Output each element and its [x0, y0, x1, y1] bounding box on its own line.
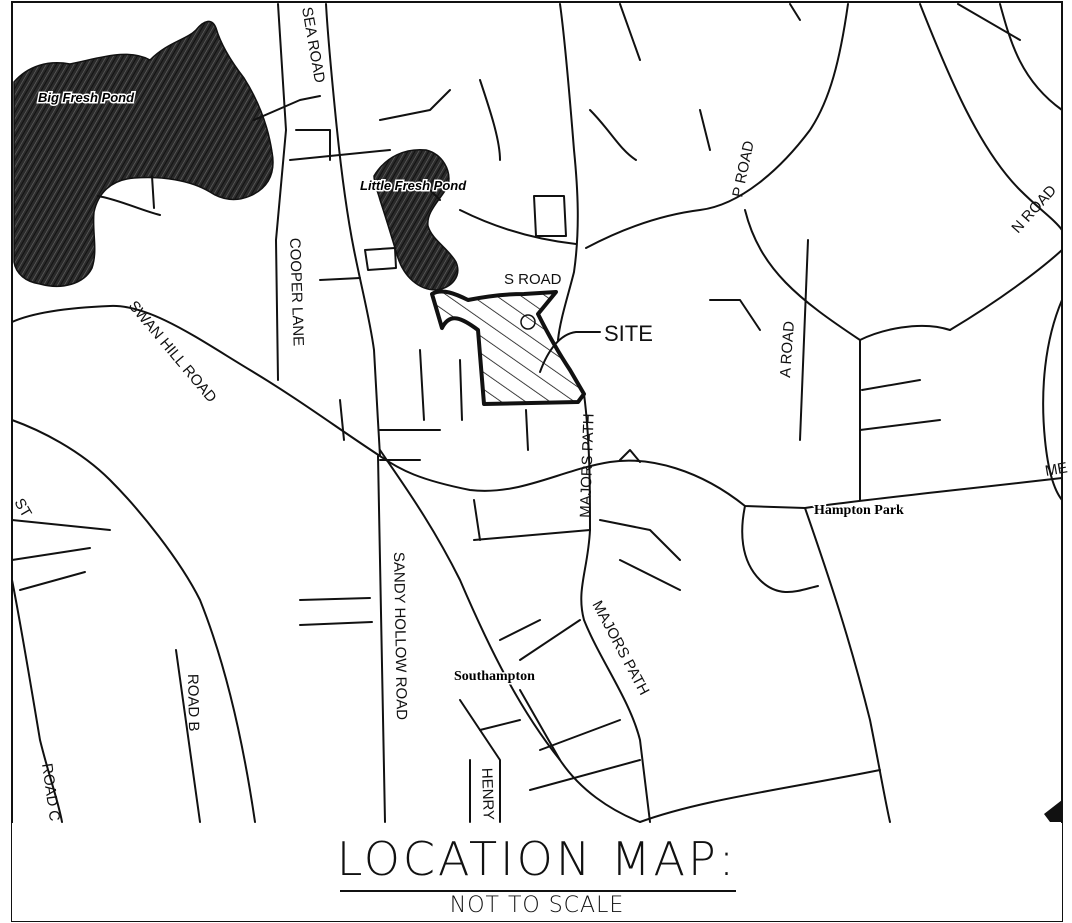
- little-fresh-pond-label: Little Fresh Pond: [360, 178, 467, 193]
- map-border: [11, 1, 1063, 922]
- southampton-label: Southampton: [454, 669, 535, 684]
- road-label-a-road: A ROAD: [777, 320, 798, 378]
- road-label-road-c: ROAD C: [38, 762, 63, 822]
- road-label-sandy-hollow-road: SANDY HOLLOW ROAD: [390, 552, 410, 721]
- road-label-sea-road: SEA ROAD: [298, 6, 328, 85]
- site-parcel: [430, 289, 586, 406]
- hampton-park-label: Hampton Park: [814, 503, 904, 518]
- title-block: LOCATION MAP: NOT TO SCALE: [12, 823, 1062, 921]
- road-label-cooper-lane: COOPER LANE: [286, 238, 307, 347]
- site-label: SITE: [604, 321, 653, 346]
- road-label-st: ST: [11, 496, 35, 521]
- road-label-swan-hill-road: SWAN HILL ROAD: [125, 298, 220, 407]
- road-network: [11, 3, 1063, 823]
- title-underline: [340, 890, 736, 892]
- road-label-me: ME: [1044, 459, 1069, 480]
- map-title: LOCATION MAP:: [336, 832, 738, 886]
- big-fresh-pond: [13, 20, 274, 288]
- big-fresh-pond-label: Big Fresh Pond: [38, 90, 135, 105]
- road-label-majors-path-north: MAJORS PATH: [577, 413, 598, 518]
- road-label-s-road: S ROAD: [504, 271, 562, 288]
- road-label-road-b: ROAD B: [184, 674, 202, 732]
- road-label-p-road: P ROAD: [729, 139, 758, 199]
- site-leader: [539, 331, 601, 373]
- map-edge-mark: [1044, 800, 1062, 822]
- road-label-henry: HENRY: [478, 768, 497, 821]
- road-label-n-road: N ROAD: [1008, 182, 1060, 237]
- little-fresh-pond: [373, 148, 459, 291]
- scale-note: NOT TO SCALE: [449, 893, 625, 918]
- site-leader-dot: [520, 314, 536, 330]
